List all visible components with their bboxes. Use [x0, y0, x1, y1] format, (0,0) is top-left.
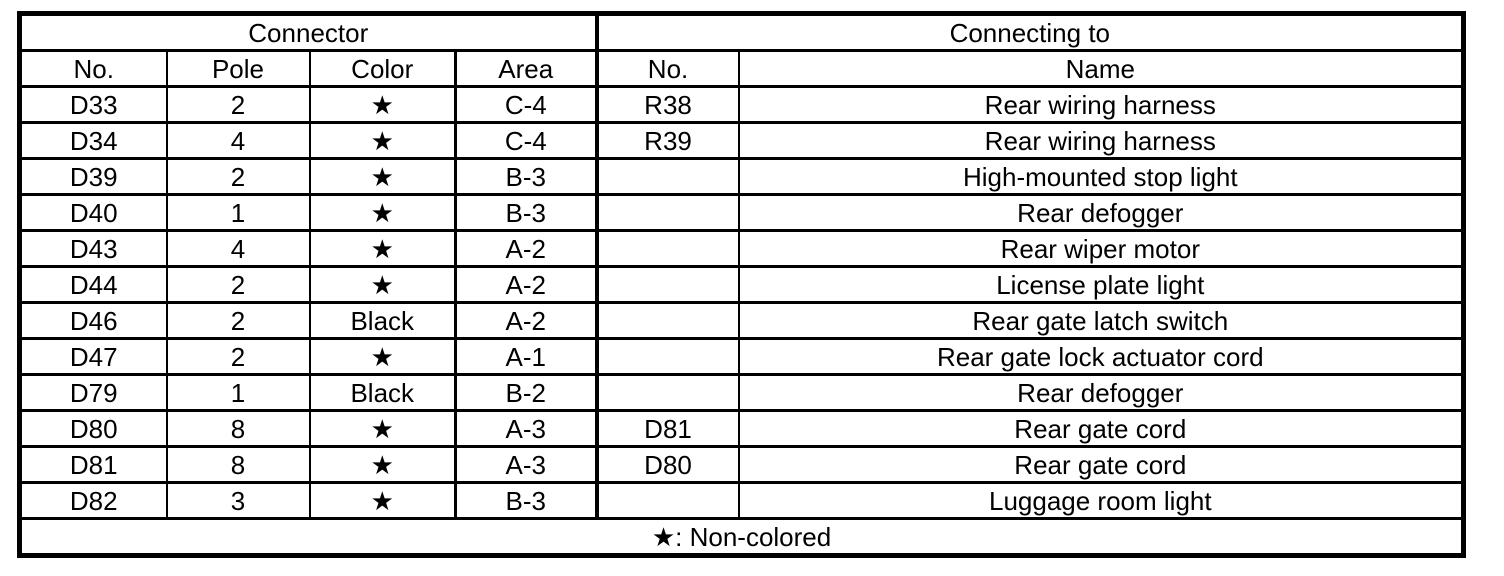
- cell-connecting-name: Rear gate lock actuator cord: [737, 337, 1465, 376]
- header-group-row: Connector Connecting to: [18, 12, 1465, 52]
- cell-connecting-no: [594, 265, 740, 304]
- cell-connector-no: D43: [18, 229, 168, 268]
- cell-connecting-name: Rear defogger: [737, 373, 1465, 412]
- column-header-area: Area: [453, 49, 598, 88]
- cell-area: C-4: [453, 121, 598, 160]
- cell-color: ★: [308, 337, 457, 376]
- cell-color: ★: [308, 265, 457, 304]
- cell-connector-no: D79: [18, 373, 168, 412]
- column-header-row: No. Pole Color Area No. Name: [18, 49, 1465, 88]
- cell-connecting-no: [594, 481, 740, 520]
- cell-connector-no: D82: [18, 481, 168, 520]
- cell-pole: 4: [165, 121, 311, 160]
- cell-connecting-name: License plate light: [737, 265, 1465, 304]
- cell-color: ★: [308, 445, 457, 484]
- cell-color: Black: [308, 301, 457, 340]
- cell-connecting-name: Rear gate latch switch: [737, 301, 1465, 340]
- cell-connector-no: D46: [18, 301, 168, 340]
- header-connector-section: Connector: [18, 12, 598, 52]
- cell-area: B-3: [453, 481, 598, 520]
- cell-pole: 4: [165, 229, 311, 268]
- cell-area: A-2: [453, 265, 598, 304]
- column-header-color: Color: [308, 49, 457, 88]
- cell-pole: 2: [165, 337, 311, 376]
- star-legend: ★: Non-colored: [18, 517, 1465, 557]
- connector-table: Connector Connecting to No. Pole Color A…: [17, 11, 1467, 558]
- cell-connecting-no: D81: [594, 409, 740, 448]
- cell-color: ★: [308, 85, 457, 124]
- cell-area: A-2: [453, 301, 598, 340]
- cell-pole: 2: [165, 85, 311, 124]
- header-connecting-to-section: Connecting to: [594, 12, 1465, 52]
- table-row: D39 2 ★ B-3 High-mounted stop light: [18, 157, 1465, 196]
- table-row: D34 4 ★ C-4 R39 Rear wiring harness: [18, 121, 1465, 160]
- cell-connecting-name: Luggage room light: [737, 481, 1465, 520]
- cell-connector-no: D34: [18, 121, 168, 160]
- cell-pole: 8: [165, 409, 311, 448]
- cell-pole: 8: [165, 445, 311, 484]
- cell-pole: 2: [165, 301, 311, 340]
- cell-area: B-3: [453, 193, 598, 232]
- cell-area: A-1: [453, 337, 598, 376]
- table-row: D33 2 ★ C-4 R38 Rear wiring harness: [18, 85, 1465, 124]
- cell-connecting-name: Rear wiper motor: [737, 229, 1465, 268]
- column-header-no: No.: [18, 49, 168, 88]
- cell-connecting-name: Rear gate cord: [737, 445, 1465, 484]
- cell-connector-no: D44: [18, 265, 168, 304]
- cell-area: A-3: [453, 445, 598, 484]
- table-row: D43 4 ★ A-2 Rear wiper motor: [18, 229, 1465, 268]
- column-header-pole: Pole: [165, 49, 311, 88]
- cell-connector-no: D47: [18, 337, 168, 376]
- column-header-name: Name: [737, 49, 1465, 88]
- table-row: D46 2 Black A-2 Rear gate latch switch: [18, 301, 1465, 340]
- cell-connecting-no: [594, 229, 740, 268]
- column-header-to-no: No.: [594, 49, 740, 88]
- cell-connector-no: D80: [18, 409, 168, 448]
- cell-pole: 1: [165, 193, 311, 232]
- cell-connector-no: D33: [18, 85, 168, 124]
- table-row: D80 8 ★ A-3 D81 Rear gate cord: [18, 409, 1465, 448]
- cell-connecting-name: Rear wiring harness: [737, 121, 1465, 160]
- cell-area: B-3: [453, 157, 598, 196]
- cell-color: ★: [308, 229, 457, 268]
- cell-color: ★: [308, 157, 457, 196]
- cell-pole: 1: [165, 373, 311, 412]
- table-row: D82 3 ★ B-3 Luggage room light: [18, 481, 1465, 520]
- table-row: D47 2 ★ A-1 Rear gate lock actuator cord: [18, 337, 1465, 376]
- cell-connecting-no: [594, 373, 740, 412]
- cell-color: ★: [308, 481, 457, 520]
- cell-connecting-no: R38: [594, 85, 740, 124]
- cell-connecting-no: [594, 193, 740, 232]
- table-row: D40 1 ★ B-3 Rear defogger: [18, 193, 1465, 232]
- cell-area: A-2: [453, 229, 598, 268]
- table-row: D79 1 Black B-2 Rear defogger: [18, 373, 1465, 412]
- cell-connecting-name: High-mounted stop light: [737, 157, 1465, 196]
- cell-pole: 3: [165, 481, 311, 520]
- cell-connector-no: D39: [18, 157, 168, 196]
- cell-connecting-name: Rear gate cord: [737, 409, 1465, 448]
- cell-connector-no: D40: [18, 193, 168, 232]
- cell-connecting-no: D80: [594, 445, 740, 484]
- cell-area: A-3: [453, 409, 598, 448]
- footnote-row: ★: Non-colored: [18, 517, 1465, 557]
- table-row: D44 2 ★ A-2 License plate light: [18, 265, 1465, 304]
- table-row: D81 8 ★ A-3 D80 Rear gate cord: [18, 445, 1465, 484]
- cell-connecting-no: [594, 337, 740, 376]
- cell-color: ★: [308, 121, 457, 160]
- cell-area: B-2: [453, 373, 598, 412]
- cell-color: Black: [308, 373, 457, 412]
- cell-connecting-no: [594, 301, 740, 340]
- cell-connecting-name: Rear wiring harness: [737, 85, 1465, 124]
- cell-color: ★: [308, 409, 457, 448]
- cell-connector-no: D81: [18, 445, 168, 484]
- cell-connecting-name: Rear defogger: [737, 193, 1465, 232]
- cell-pole: 2: [165, 157, 311, 196]
- cell-connecting-no: R39: [594, 121, 740, 160]
- cell-connecting-no: [594, 157, 740, 196]
- cell-color: ★: [308, 193, 457, 232]
- cell-area: C-4: [453, 85, 598, 124]
- cell-pole: 2: [165, 265, 311, 304]
